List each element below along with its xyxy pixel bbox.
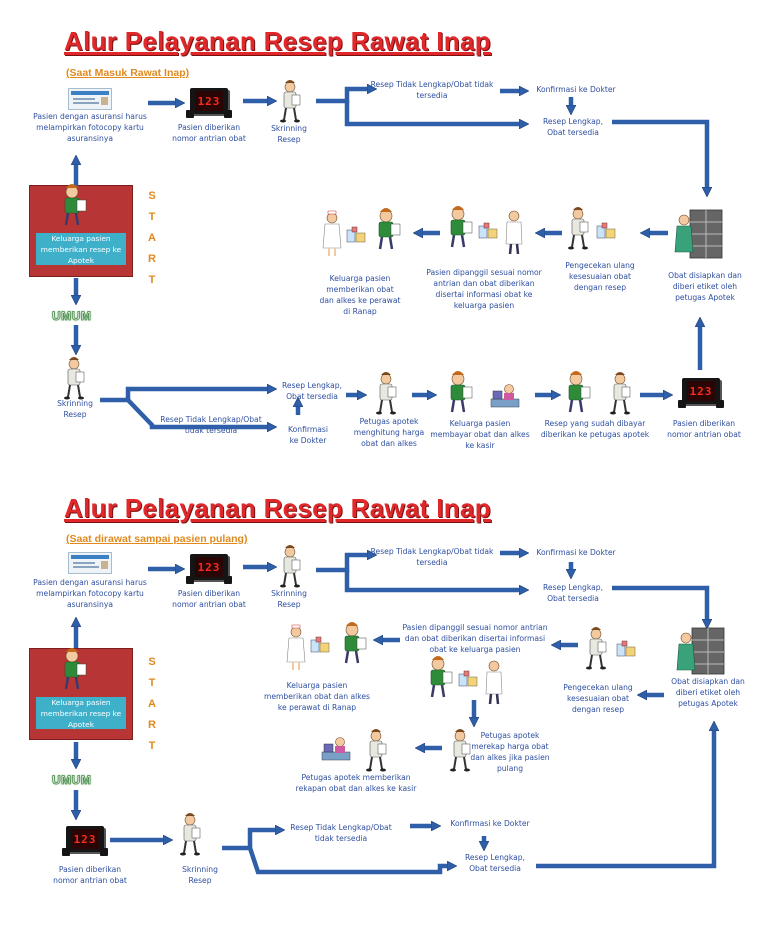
complete-bottom-label: Resep Lengkap, Obat tersedia [464,853,526,873]
prepared-label: Obat disiapkan dan diberi etiket oleh pe… [671,677,745,708]
start-letter: R [148,253,156,265]
section2-subtitle: (Saat dirawat sampai pasien pulang) [66,533,248,545]
screening-top-label: Skrinning Resep [271,124,307,144]
queue-display-digits: 123 [195,557,223,577]
section2-title: Alur Pelayanan Resep Rawat Inap [64,493,491,523]
called-label: Pasien dipanggil sesuai nomor antrian da… [402,623,548,654]
confirm-top-label: Konfirmasi ke Dokter [536,548,616,557]
confirm-bottom-label: Konfirmasi ke Dokter [288,425,328,445]
check-label: Pengecekan ulang kesesuaian obat dengan … [563,683,633,714]
queue-display-icon: 123 [678,378,724,408]
start-letter: T [148,677,156,689]
incomplete-bottom-label: Resep Tidak Lengkap/Obat tidak tersedia [160,415,262,435]
insurance-card-icon [68,88,112,110]
insurance-card-icon [68,552,112,574]
start-letter: T [148,274,156,286]
queue-number-label: Pasien diberikan nomor antrian obat [172,589,246,609]
start-letter: T [148,211,156,223]
umum-label: UMUM [52,773,92,788]
insurance-card-label: Pasien dengan asuransi harus melampirkan… [33,112,147,143]
queue-bottom-label: Pasien diberikan nomor antrian obat [667,419,741,439]
officer-count-label: Petugas apotek menghitung harga obat dan… [353,417,425,448]
screening-top-label: Skrinning Resep [271,589,307,609]
confirm-top-label: Konfirmasi ke Dokter [536,85,616,94]
complete-bottom-label: Resep Lengkap, Obat tersedia [281,381,343,401]
family-nurse-label: Keluarga pasien memberikan obat dan alke… [263,681,371,712]
pharmacy-shelf-icon [674,209,723,259]
start-letter: S [148,656,156,668]
pharmacy-shelf-icon [676,627,725,675]
queue-display-icon: 123 [186,88,232,118]
complete-top-label: Resep Lengkap, Obat tersedia [542,117,604,137]
incomplete-bottom-label: Resep Tidak Lengkap/Obat tidak tersedia [290,823,392,843]
queue-number-label: Pasien diberikan nomor antrian obat [172,123,246,143]
start-box-label: Keluarga pasien memberikan resep ke Apot… [36,233,126,265]
family-pay-label: Keluarga pasien membayar obat dan alkes … [430,419,530,450]
umum-label: UMUM [52,309,92,324]
queue-display-digits: 123 [71,829,99,849]
confirm-bottom-label: Konfirmasi ke Dokter [450,819,530,828]
complete-top-label: Resep Lengkap, Obat tersedia [542,583,604,603]
queue-display-digits: 123 [687,381,715,401]
queue-bottom-label: Pasien diberikan nomor antrian obat [53,865,127,885]
screening-bottom-label: Skrinning Resep [182,865,218,885]
officer-recap-label: Petugas apotek merekap harga obat dan al… [470,731,550,773]
called-label: Pasien dipanggil sesuai nomor antrian da… [426,268,542,310]
family-nurse-label: Keluarga pasien memberikan obat dan alke… [319,274,401,316]
start-letter: A [148,698,156,710]
incomplete-top-label: Resep Tidak Lengkap/Obat tidak tersedia [370,80,494,100]
start-letter: T [148,740,156,752]
check-label: Pengecekan ulang kesesuaian obat dengan … [565,261,635,292]
start-letter: A [148,232,156,244]
queue-display-digits: 123 [195,91,223,111]
section1-subtitle: (Saat Masuk Rawat Inap) [66,67,190,79]
queue-display-icon: 123 [186,554,232,584]
start-box-label: Keluarga pasien memberikan resep ke Apot… [36,697,126,729]
start-letter: R [148,719,156,731]
prepared-label: Obat disiapkan dan diberi etiket oleh pe… [668,271,742,302]
paid-recipe-label: Resep yang sudah dibayar diberikan ke pe… [540,419,650,439]
start-letter: S [148,190,156,202]
officer-give-label: Petugas apotek memberikan rekapan obat d… [295,773,417,793]
queue-display-icon: 123 [62,826,108,856]
screening-bottom-label: Skrinning Resep [57,399,93,419]
section1-title: Alur Pelayanan Resep Rawat Inap [64,26,491,56]
incomplete-top-label: Resep Tidak Lengkap/Obat tidak tersedia [370,547,494,567]
insurance-card-label: Pasien dengan asuransi harus melampirkan… [33,578,147,609]
